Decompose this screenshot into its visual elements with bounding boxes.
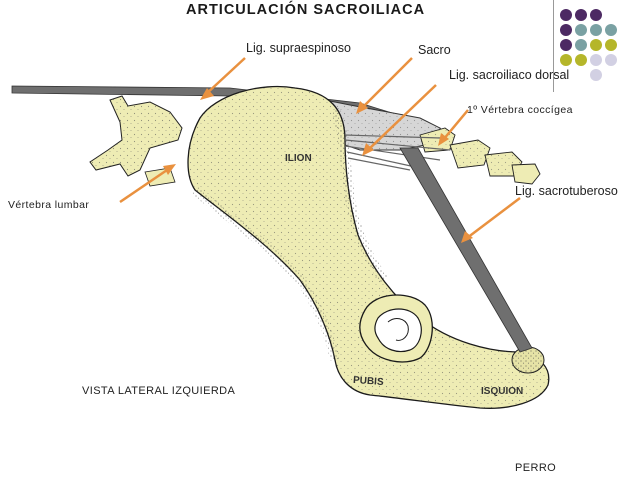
grid-dot bbox=[575, 54, 587, 66]
arrow-head bbox=[362, 143, 374, 156]
label-pubis: PUBIS bbox=[352, 374, 384, 389]
hip-bone bbox=[187, 85, 550, 409]
grid-dot bbox=[560, 9, 572, 21]
grid-dot bbox=[560, 39, 572, 51]
arrow-head bbox=[461, 231, 473, 243]
sacrotuberous-ligament bbox=[399, 147, 533, 353]
arrow-head bbox=[200, 88, 214, 100]
arrow-head bbox=[356, 101, 368, 114]
decorative-dot-grid bbox=[560, 9, 634, 101]
grid-dot bbox=[590, 39, 602, 51]
grid-dot bbox=[575, 39, 587, 51]
label-isquion: ISQUION bbox=[481, 386, 524, 397]
page-title: ARTICULACIÓN SACROILIACA bbox=[186, 2, 426, 18]
grid-dot bbox=[590, 54, 602, 66]
label-sacro: Sacro bbox=[418, 43, 451, 57]
annotation-arrows bbox=[119, 57, 521, 243]
label-lig-sacrotuberoso: Lig. sacrotuberoso bbox=[515, 184, 618, 198]
sacroiliac-dorsal-ligament bbox=[344, 134, 451, 171]
grid-dot bbox=[590, 24, 602, 36]
divider-line bbox=[553, 0, 554, 92]
grid-dot bbox=[575, 9, 587, 21]
label-ilion: ILION bbox=[285, 153, 312, 164]
arrow-head bbox=[438, 133, 449, 146]
label-lig-sacroiliaco-dorsal: Lig. sacroiliaco dorsal bbox=[449, 68, 570, 82]
label-perro: PERRO bbox=[515, 462, 557, 474]
grid-dot bbox=[590, 9, 602, 21]
coccygeal-vertebrae bbox=[419, 127, 541, 185]
grid-dot bbox=[590, 69, 602, 81]
grid-dot bbox=[605, 54, 617, 66]
label-vertebra-coccigea: 1º Vértebra coccígea bbox=[467, 104, 573, 116]
lumbar-vertebra bbox=[89, 95, 183, 187]
label-lig-supraespinoso: Lig. supraespinoso bbox=[246, 41, 351, 55]
grid-dot bbox=[560, 54, 572, 66]
grid-dot bbox=[575, 24, 587, 36]
arrow-head bbox=[163, 164, 176, 175]
label-vertebra-lumbar: Vértebra lumbar bbox=[8, 199, 90, 211]
grid-dot bbox=[560, 24, 572, 36]
grid-dot bbox=[605, 39, 617, 51]
grid-dot bbox=[605, 24, 617, 36]
label-vista-lateral: VISTA LATERAL IZQUIERDA bbox=[82, 385, 236, 397]
